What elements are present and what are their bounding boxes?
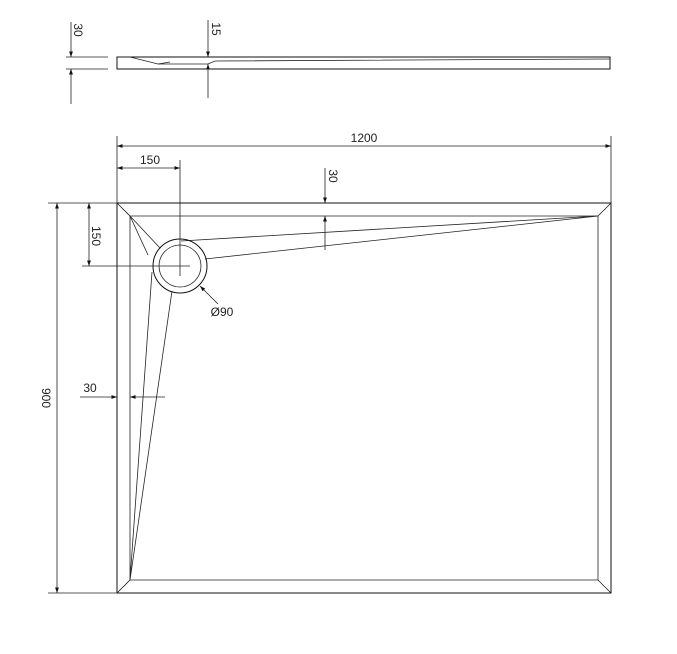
- top-view: 1200 150 30 900 150 30: [39, 131, 612, 594]
- rim-corners: [116, 202, 612, 594]
- dim-depth-label: 900: [39, 388, 53, 408]
- side-profile-outline: [116, 56, 611, 70]
- dim-drain-offset-x-label: 150: [140, 153, 160, 167]
- dim-drain-offset-y-label: 150: [89, 226, 103, 246]
- dim-drain-offset-y: 150: [87, 203, 103, 266]
- dim-width-label: 1200: [351, 131, 378, 145]
- side-profile-inner: [117, 56, 171, 65]
- dim-drain-offset-x: 150: [117, 153, 180, 170]
- tray-outline: [116, 202, 612, 594]
- dim-rim-left-label: 30: [83, 381, 97, 395]
- side-view: 30 15: [66, 20, 611, 104]
- dim-side-total-height-label: 30: [71, 23, 85, 37]
- dim-slope-top: 30: [323, 168, 340, 250]
- dim-side-step-height: 15: [206, 20, 223, 98]
- dim-slope-top-label: 30: [326, 169, 340, 183]
- slope-channel-left: [129, 215, 173, 581]
- dim-width: 1200: [116, 131, 612, 203]
- slope-channel-top: [129, 215, 599, 260]
- dim-depth: 900: [39, 202, 117, 594]
- dim-side-total-height: 30: [66, 22, 108, 104]
- dim-drain-diameter: Ø90: [199, 285, 234, 319]
- dim-drain-diameter-label: Ø90: [211, 305, 234, 319]
- dim-rim-left: 30: [80, 381, 165, 399]
- dim-side-step-height-label: 15: [209, 22, 223, 36]
- side-profile-slope: [129, 56, 611, 65]
